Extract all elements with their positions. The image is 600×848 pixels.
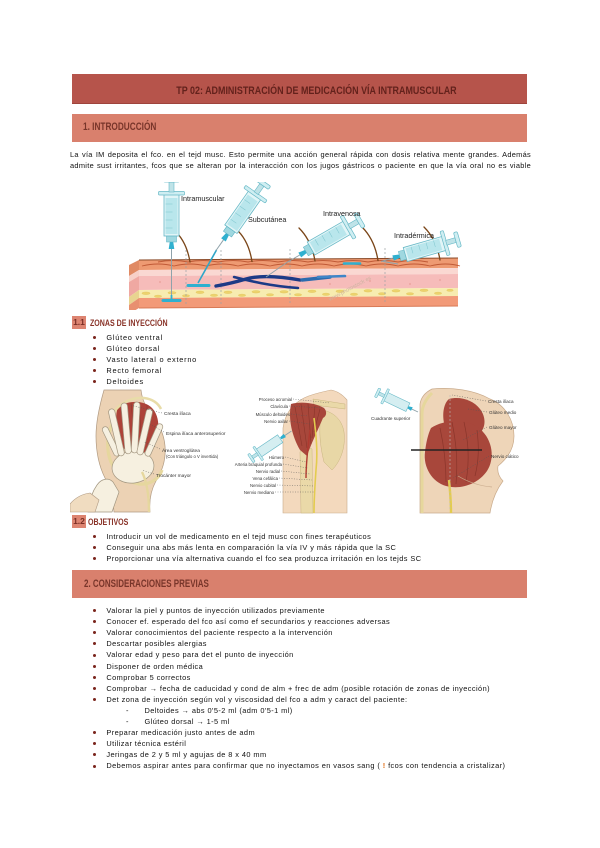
- svg-text:Intramuscular: Intramuscular: [181, 194, 225, 203]
- svg-text:Área ventroglútea: Área ventroglútea: [162, 447, 200, 454]
- svg-text:Vena cefálica: Vena cefálica: [252, 476, 278, 481]
- svg-text:Arteria braquial profunda: Arteria braquial profunda: [235, 462, 283, 467]
- svg-text:Músculo deltoides: Músculo deltoides: [256, 412, 290, 417]
- svg-text:Nervio radial: Nervio radial: [256, 469, 280, 474]
- svg-text:Nervio ciático: Nervio ciático: [491, 454, 519, 459]
- svg-text:Clavícula: Clavícula: [270, 404, 288, 409]
- svg-text:Cresta ilíaca: Cresta ilíaca: [488, 399, 514, 404]
- svg-text:Nervio mediano: Nervio mediano: [244, 490, 275, 495]
- svg-text:Glúteo medio: Glúteo medio: [489, 410, 517, 415]
- svg-text:Intravenosa: Intravenosa: [323, 209, 361, 218]
- svg-text:Glúteo mayor: Glúteo mayor: [489, 425, 517, 430]
- svg-text:Trocánter mayor: Trocánter mayor: [156, 473, 191, 479]
- svg-text:(Con triángulo o V invertida): (Con triángulo o V invertida): [166, 454, 219, 459]
- svg-text:Nervio axilar: Nervio axilar: [264, 419, 288, 424]
- svg-text:Intradérmica: Intradérmica: [394, 231, 434, 240]
- svg-text:Nervio cubital: Nervio cubital: [250, 483, 276, 488]
- svg-text:Subcutánea: Subcutánea: [248, 215, 286, 224]
- svg-text:Espina ilíaca anterosuperior: Espina ilíaca anterosuperior: [166, 431, 226, 437]
- svg-text:Húmero: Húmero: [269, 455, 285, 460]
- svg-text:Cuadrante superior: Cuadrante superior: [371, 416, 411, 421]
- svg-text:Proceso acromial: Proceso acromial: [259, 397, 292, 402]
- svg-text:Cresta ilíaca: Cresta ilíaca: [164, 411, 191, 417]
